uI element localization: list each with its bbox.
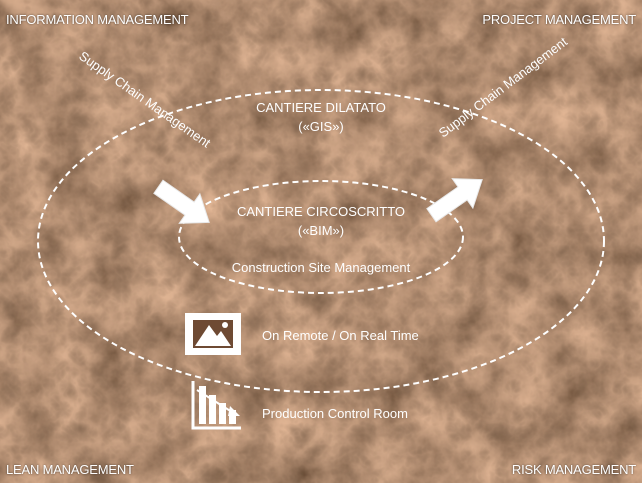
outer-ellipse-title: CANTIERE DILATATO [256,100,386,115]
image-icon [185,313,241,355]
outer-ellipse [37,89,605,393]
feature-label-on-remote: On Remote / On Real Time [262,328,419,343]
corner-label-project-management: PROJECT MANAGEMENT [482,12,636,27]
inner-ellipse-subtitle: («BIM») [298,223,344,238]
bar-chart-icon [191,381,241,430]
inner-ellipse-title: CANTIERE CIRCOSCRITTO [237,204,405,219]
corner-label-information-management: INFORMATION MANAGEMENT [6,12,189,27]
outer-ellipse-subtitle: («GIS») [298,119,344,134]
supply-chain-label-left: Supply Chain Management [76,48,213,150]
corner-label-lean-management: LEAN MANAGEMENT [6,462,134,477]
inner-ellipse [178,180,464,294]
corner-label-risk-management: RISK MANAGEMENT [511,462,636,477]
inner-ellipse-caption: Construction Site Management [232,260,411,275]
arrow-inward-icon [153,179,210,224]
arrow-outward-icon [426,178,483,223]
feature-label-production-control-room: Production Control Room [262,406,408,421]
